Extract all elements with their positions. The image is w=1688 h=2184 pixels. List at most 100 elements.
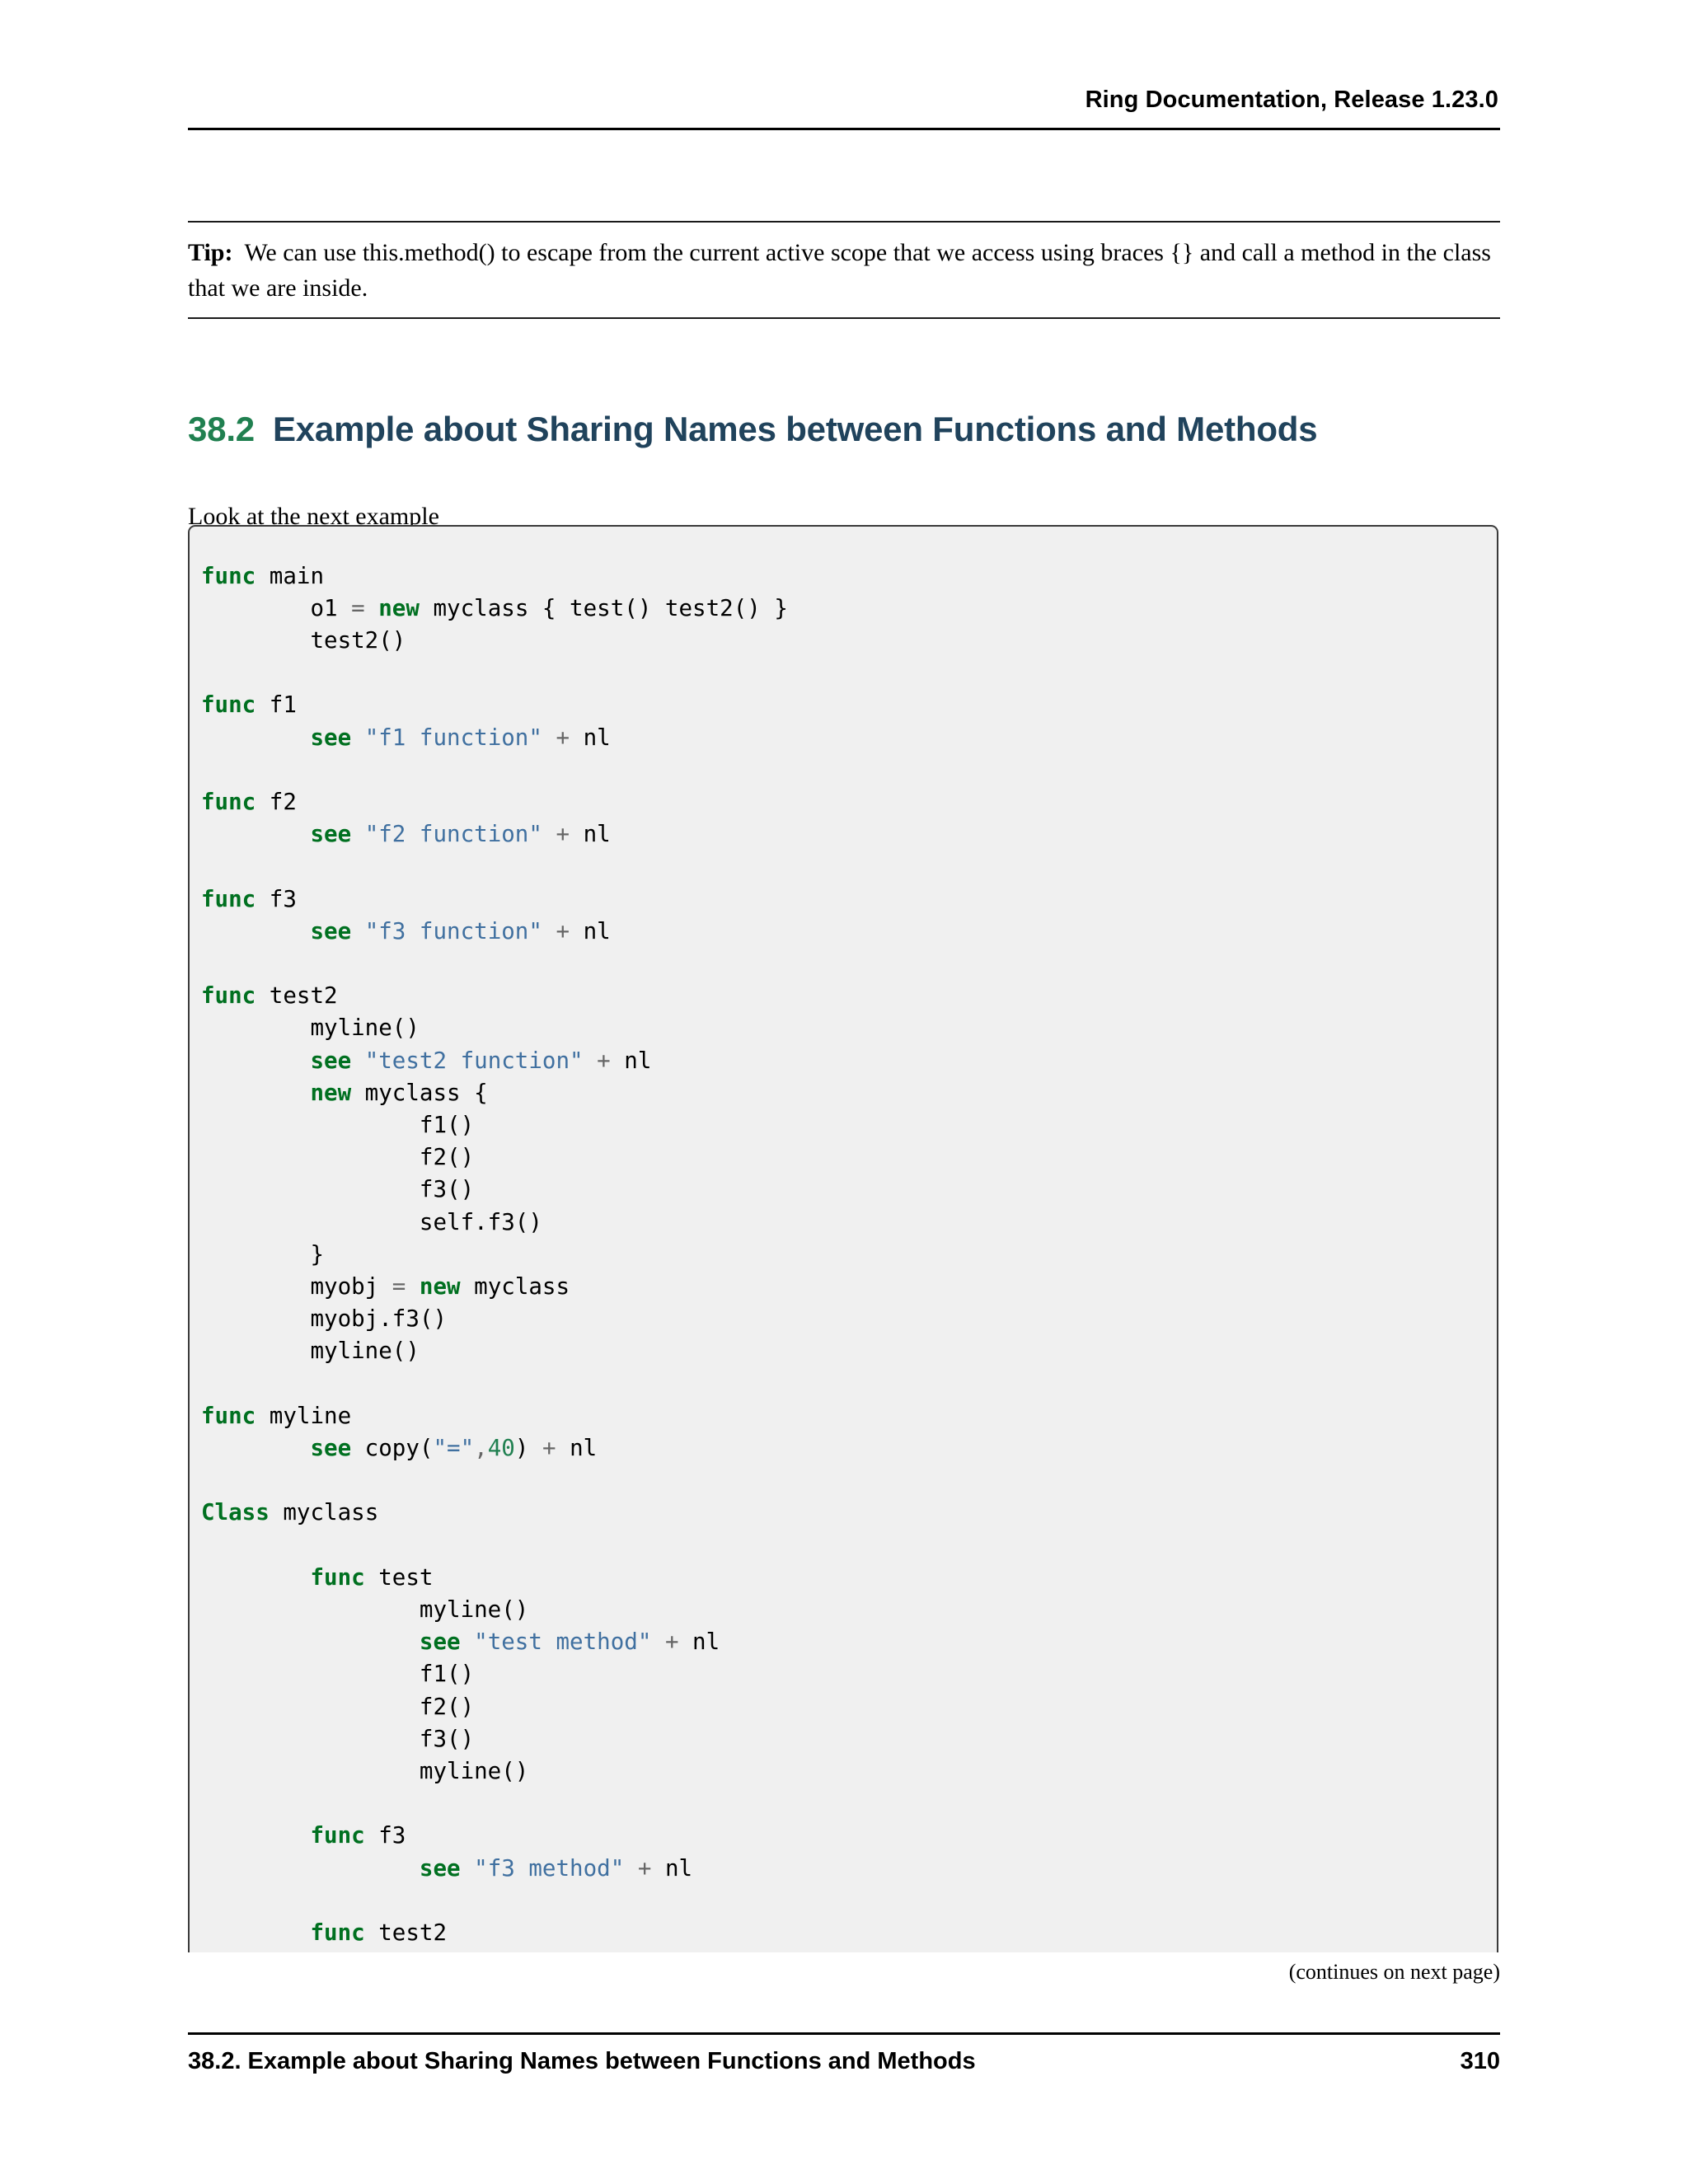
- code-token: func: [201, 691, 256, 719]
- code-token: see: [419, 1629, 461, 1656]
- tip-admonition: Tip:We can use this.method() to escape f…: [188, 221, 1500, 319]
- code-token: ): [514, 1434, 529, 1461]
- code-token: "test method": [474, 1629, 652, 1656]
- code-token: nl: [556, 1434, 598, 1461]
- section-title: Example about Sharing Names between Func…: [272, 409, 1318, 448]
- tip-top-rule: [188, 221, 1500, 223]
- code-token: "f3 method": [474, 1854, 625, 1882]
- code-token: f2: [256, 788, 297, 815]
- code-token: f1(): [201, 1661, 475, 1688]
- code-line: func test2: [201, 980, 1497, 1012]
- code-line: func test2: [201, 1917, 1497, 1949]
- code-token: [365, 595, 379, 621]
- code-token: myline(): [201, 1015, 420, 1042]
- code-token: "test2 function": [364, 1047, 584, 1074]
- code-token: f3: [256, 885, 297, 912]
- code-token: f2(): [201, 1693, 475, 1720]
- tip-text: We can use this.method() to escape from …: [188, 239, 1491, 302]
- code-line: myobj = new myclass: [201, 1271, 1497, 1303]
- code-token: [201, 1629, 420, 1655]
- code-line: f3(): [201, 1174, 1497, 1206]
- header-rule: [188, 128, 1500, 130]
- code-token: test2: [256, 982, 338, 1010]
- code-listing: func main o1 = new myclass { test() test…: [190, 550, 1497, 1950]
- code-token: test2(): [201, 626, 406, 654]
- code-token: "f3 function": [364, 917, 542, 944]
- code-line: f1(): [201, 1658, 1497, 1690]
- code-token: [351, 918, 365, 944]
- code-token: [351, 1047, 365, 1074]
- code-token: [651, 1629, 665, 1655]
- code-token: see: [419, 1854, 461, 1882]
- code-token: myclass { test() test2() }: [419, 594, 788, 621]
- code-line: func f2: [201, 786, 1497, 818]
- code-line: see "f3 function" + nl: [201, 916, 1497, 948]
- code-line: f3(): [201, 1723, 1497, 1755]
- code-line: myline(): [201, 1594, 1497, 1626]
- code-token: "f1 function": [364, 724, 542, 751]
- code-token: nl: [570, 821, 611, 848]
- code-token: [201, 1435, 310, 1461]
- code-line: see "f2 function" + nl: [201, 818, 1497, 851]
- code-token: [201, 821, 310, 847]
- footer-section-ref: 38.2. Example about Sharing Names betwee…: [188, 2048, 976, 2074]
- code-token: +: [542, 1434, 556, 1461]
- code-line: }: [201, 1239, 1497, 1271]
- code-token: ,: [474, 1434, 488, 1461]
- code-line: func main: [201, 560, 1497, 593]
- code-token: [351, 821, 365, 847]
- code-token: see: [310, 724, 352, 751]
- code-token: =: [351, 594, 365, 621]
- code-line: myline(): [201, 1335, 1497, 1367]
- code-token: new: [378, 594, 420, 621]
- code-line: myobj.f3(): [201, 1303, 1497, 1335]
- code-token: myline(): [201, 1758, 529, 1785]
- code-token: test: [364, 1563, 434, 1591]
- code-line: new myclass {: [201, 1077, 1497, 1109]
- code-line: func f1: [201, 689, 1497, 721]
- code-line: func f3: [201, 1820, 1497, 1852]
- continues-on-next-page-note: (continues on next page): [1288, 1960, 1500, 1984]
- code-token: myclass {: [351, 1079, 488, 1106]
- code-token: [201, 918, 310, 944]
- code-token: [201, 1564, 310, 1591]
- code-token: [201, 1047, 310, 1074]
- code-line: f2(): [201, 1691, 1497, 1723]
- code-token: [201, 724, 310, 751]
- code-token: o1: [201, 594, 352, 621]
- code-line: see copy("=",40) + nl: [201, 1432, 1497, 1465]
- code-token: nl: [651, 1854, 693, 1882]
- code-token: copy(: [351, 1434, 434, 1461]
- code-token: self.f3(): [201, 1208, 542, 1235]
- footer-page-number: 310: [1460, 2048, 1500, 2074]
- code-token: myobj.f3(): [201, 1305, 448, 1333]
- page-footer: 38.2. Example about Sharing Names betwee…: [188, 2048, 1500, 2075]
- code-token: f1(): [201, 1111, 475, 1138]
- code-token: +: [556, 821, 570, 848]
- code-token: f3(): [201, 1176, 475, 1203]
- code-line: func myline: [201, 1400, 1497, 1432]
- code-token: myobj: [201, 1272, 392, 1300]
- code-line: myline(): [201, 1012, 1497, 1044]
- code-token: "=": [433, 1434, 475, 1461]
- code-line: f2(): [201, 1141, 1497, 1174]
- code-line: [201, 1465, 1497, 1497]
- code-token: Class: [201, 1499, 270, 1526]
- tip-bottom-rule: [188, 317, 1500, 319]
- code-token: +: [556, 724, 570, 751]
- code-block: func main o1 = new myclass { test() test…: [188, 525, 1498, 1952]
- code-token: [584, 1047, 598, 1074]
- code-token: myline(): [201, 1338, 420, 1365]
- code-token: [461, 1629, 475, 1655]
- code-token: +: [664, 1629, 679, 1656]
- code-token: f2(): [201, 1144, 475, 1171]
- code-token: f3: [364, 1822, 406, 1849]
- code-token: nl: [570, 917, 611, 944]
- code-token: 40: [487, 1434, 515, 1461]
- code-line: self.f3(): [201, 1207, 1497, 1239]
- code-token: [542, 821, 556, 847]
- code-token: new: [310, 1079, 352, 1106]
- code-line: func f3: [201, 883, 1497, 916]
